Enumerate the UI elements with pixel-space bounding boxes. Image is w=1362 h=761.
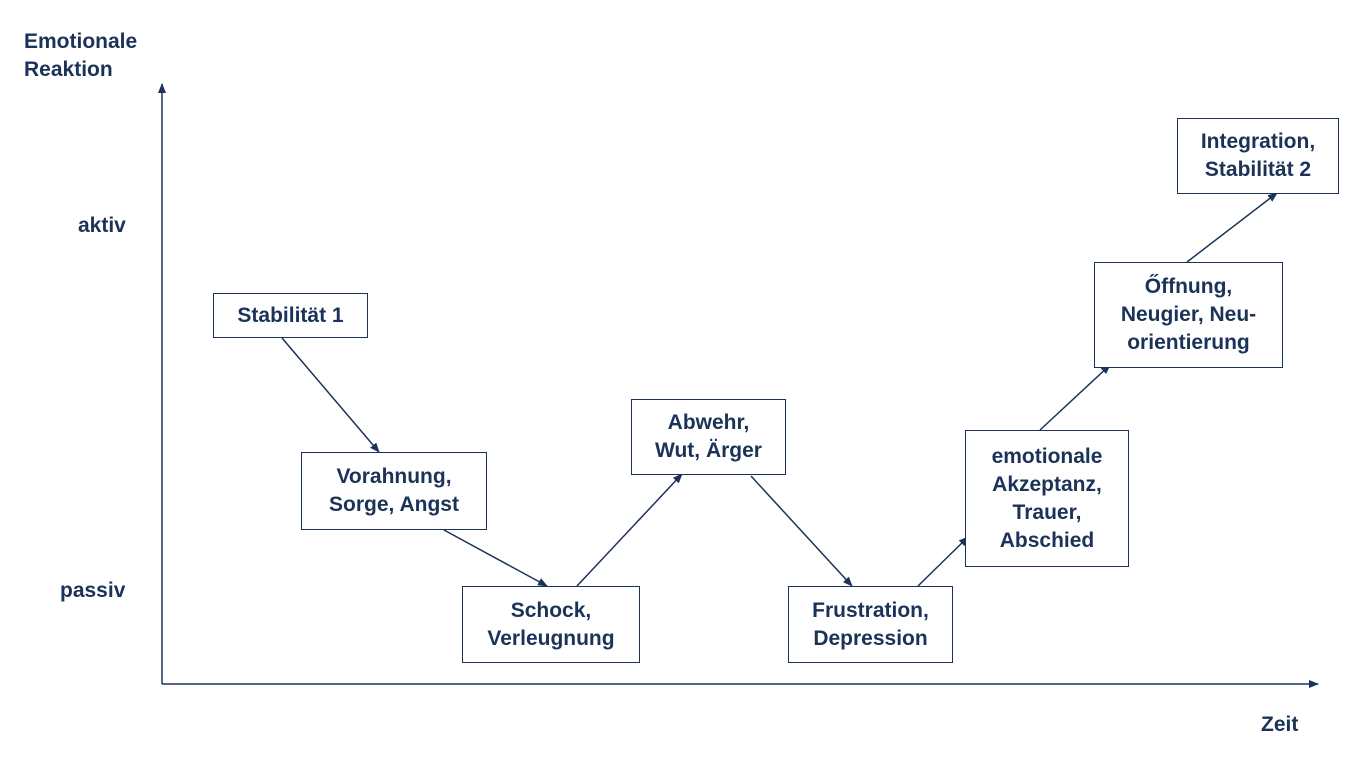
stage-vorahnung: Vorahnung, Sorge, Angst [301,452,487,530]
stage-oeffnung-line1: Őffnung, [1144,275,1233,298]
stage-frustration-line2: Depression [813,626,928,650]
stage-oeffnung: Őffnung, Neugier, Neu- orientierung [1094,262,1283,368]
stage-stabilitaet-1-line1: Stabilität 1 [237,303,344,327]
stage-akzeptanz-line1: emotionale [991,444,1103,468]
stage-akzeptanz-line4: Abschied [999,528,1095,552]
stage-abwehr: Abwehr, Wut, Ärger [631,399,786,475]
stage-oeffnung-line3: orientierung [1127,331,1250,354]
stage-integration-line2: Stabilität 2 [1204,158,1312,181]
arrow-frustration-to-akzeptanz [917,536,969,587]
level-passiv-label: passiv [60,579,126,602]
arrow-schock-to-abwehr [576,473,683,587]
stage-oeffnung-line2: Neugier, Neu- [1120,303,1257,326]
stage-integration-line1: Integration, [1200,130,1316,153]
stage-integration: Integration, Stabilität 2 [1177,118,1339,194]
stage-akzeptanz-line2: Akzeptanz, [992,472,1102,496]
stage-abwehr-line1: Abwehr, [667,411,750,434]
arrow-abwehr-to-frustration [750,475,853,587]
x-axis-title: Zeit [1261,713,1299,736]
stage-stabilitaet-1: Stabilität 1 [213,293,368,338]
arrow-oeffnung-to-integration [1186,192,1278,263]
stage-abwehr-line2: Wut, Ärger [655,439,762,462]
stage-schock-line2: Verleugnung [487,626,615,650]
y-axis-title-line1: Emotionale [24,30,138,53]
arrow-akzeptanz-to-oeffnung [1039,364,1111,431]
arrow-stabilitaet-to-vorahnung [281,337,380,453]
y-axis-title: Emotionale Reaktion [24,28,137,84]
stage-schock: Schock, Verleugnung [462,586,640,663]
stage-schock-line1: Schock, [510,598,592,622]
level-aktiv-label: aktiv [78,214,126,237]
stage-akzeptanz: emotionale Akzeptanz, Trauer, Abschied [965,430,1129,567]
stage-frustration: Frustration, Depression [788,586,953,663]
stage-frustration-line1: Frustration, [812,598,929,622]
stage-vorahnung-line2: Sorge, Angst [329,493,459,516]
y-axis-title-line2: Reaktion [24,58,113,81]
arrow-vorahnung-to-schock [443,529,548,587]
stage-vorahnung-line1: Vorahnung, [336,465,452,488]
stage-akzeptanz-line3: Trauer, [1012,500,1082,524]
